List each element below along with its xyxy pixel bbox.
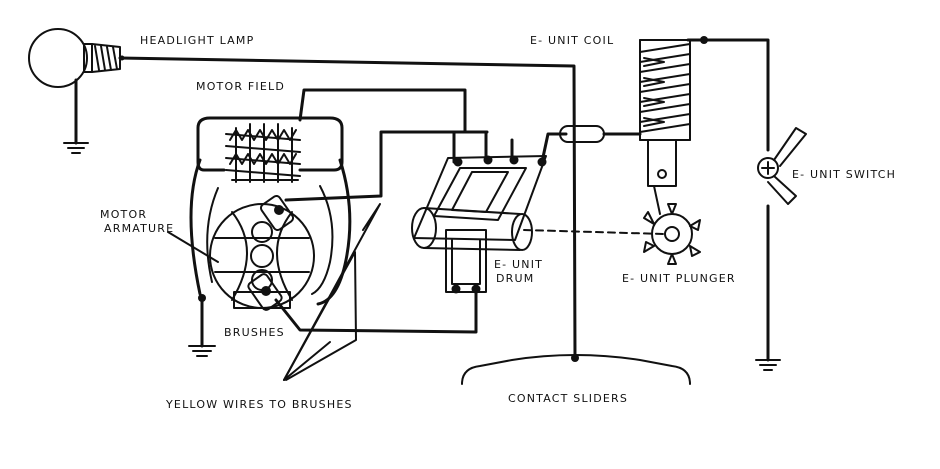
yellow-wires-label: YELLOW WIRES TO BRUSHES — [165, 398, 353, 411]
contact-sliders — [461, 354, 691, 385]
field-coils — [225, 123, 301, 183]
headlight-lamp — [28, 28, 125, 88]
yellow-wire-pointers — [283, 203, 381, 381]
contact-junction — [559, 125, 642, 362]
e-unit-drum-label-line1: E- UNIT — [494, 258, 543, 271]
e-unit-plunger-label: E- UNIT PLUNGER — [622, 272, 736, 285]
e-unit-switch — [757, 127, 807, 205]
switch-ground — [755, 204, 781, 371]
field-lead-wire — [298, 88, 467, 134]
e-unit-switch-label: E- UNIT SWITCH — [792, 168, 896, 181]
e-unit-coil — [639, 36, 770, 152]
plunger-linkage — [523, 229, 665, 235]
e-unit-drum-label-line2: DRUM — [496, 272, 534, 285]
brush-bottom — [247, 273, 283, 311]
lamp-ground — [63, 78, 89, 154]
e-unit-drum — [411, 130, 568, 294]
e-unit-plunger — [643, 139, 701, 265]
brush-bottom-wire — [274, 288, 478, 334]
motor-ground — [188, 294, 216, 357]
contact-sliders-label: CONTACT SLIDERS — [508, 392, 628, 405]
headlight-wire — [118, 56, 577, 360]
brush-top — [259, 194, 295, 232]
motor-armature-label-line1: MOTOR — [100, 208, 147, 221]
brush-top-wire — [284, 130, 489, 202]
motor-armature-label-line2: ARMATURE — [104, 222, 174, 235]
brushes-label: BRUSHES — [224, 326, 285, 339]
e-unit-coil-label: E- UNIT COIL — [530, 34, 614, 47]
headlight-lamp-label: HEADLIGHT LAMP — [140, 34, 254, 47]
armature-leader — [167, 231, 219, 263]
motor-field-label: MOTOR FIELD — [196, 80, 285, 93]
